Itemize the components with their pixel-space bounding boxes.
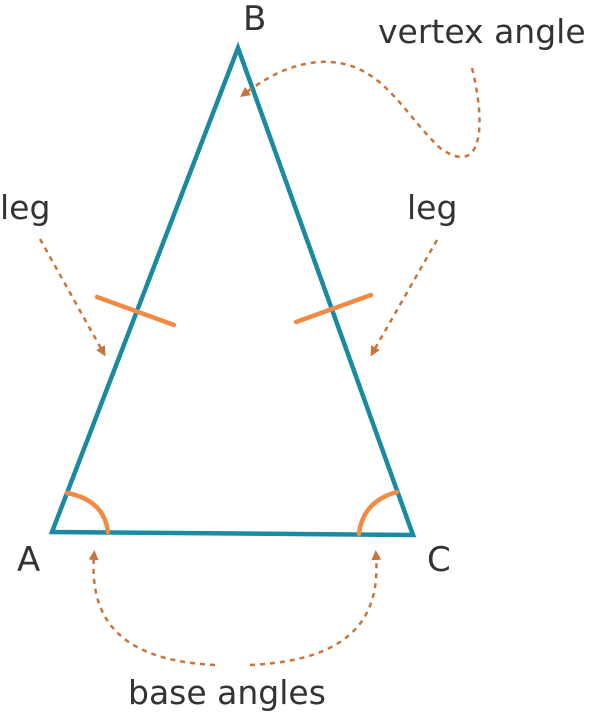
left-leg-arrow: [38, 238, 106, 357]
right-leg-arrow: [370, 239, 439, 357]
right-leg-label: leg: [407, 188, 458, 227]
right-leg-tick-mark: [293, 292, 374, 325]
triangle-abc: [48, 41, 417, 538]
vertex-label-a: A: [17, 540, 41, 580]
base-angle-arrow-c: [249, 550, 382, 667]
base-angle-arc-a: [64, 490, 111, 535]
left-leg-tick-mark: [94, 294, 177, 328]
vertex-label-b: B: [243, 0, 267, 39]
base-angles-label: base angles: [128, 673, 326, 712]
vertex-angle-arrow: [239, 60, 481, 158]
vertex-label-c: C: [427, 540, 451, 580]
left-leg-label: leg: [0, 188, 51, 227]
base-angle-arrow-a: [88, 550, 216, 667]
base-angle-arc-c: [356, 489, 400, 537]
vertex-angle-label: vertex angle: [378, 12, 586, 51]
